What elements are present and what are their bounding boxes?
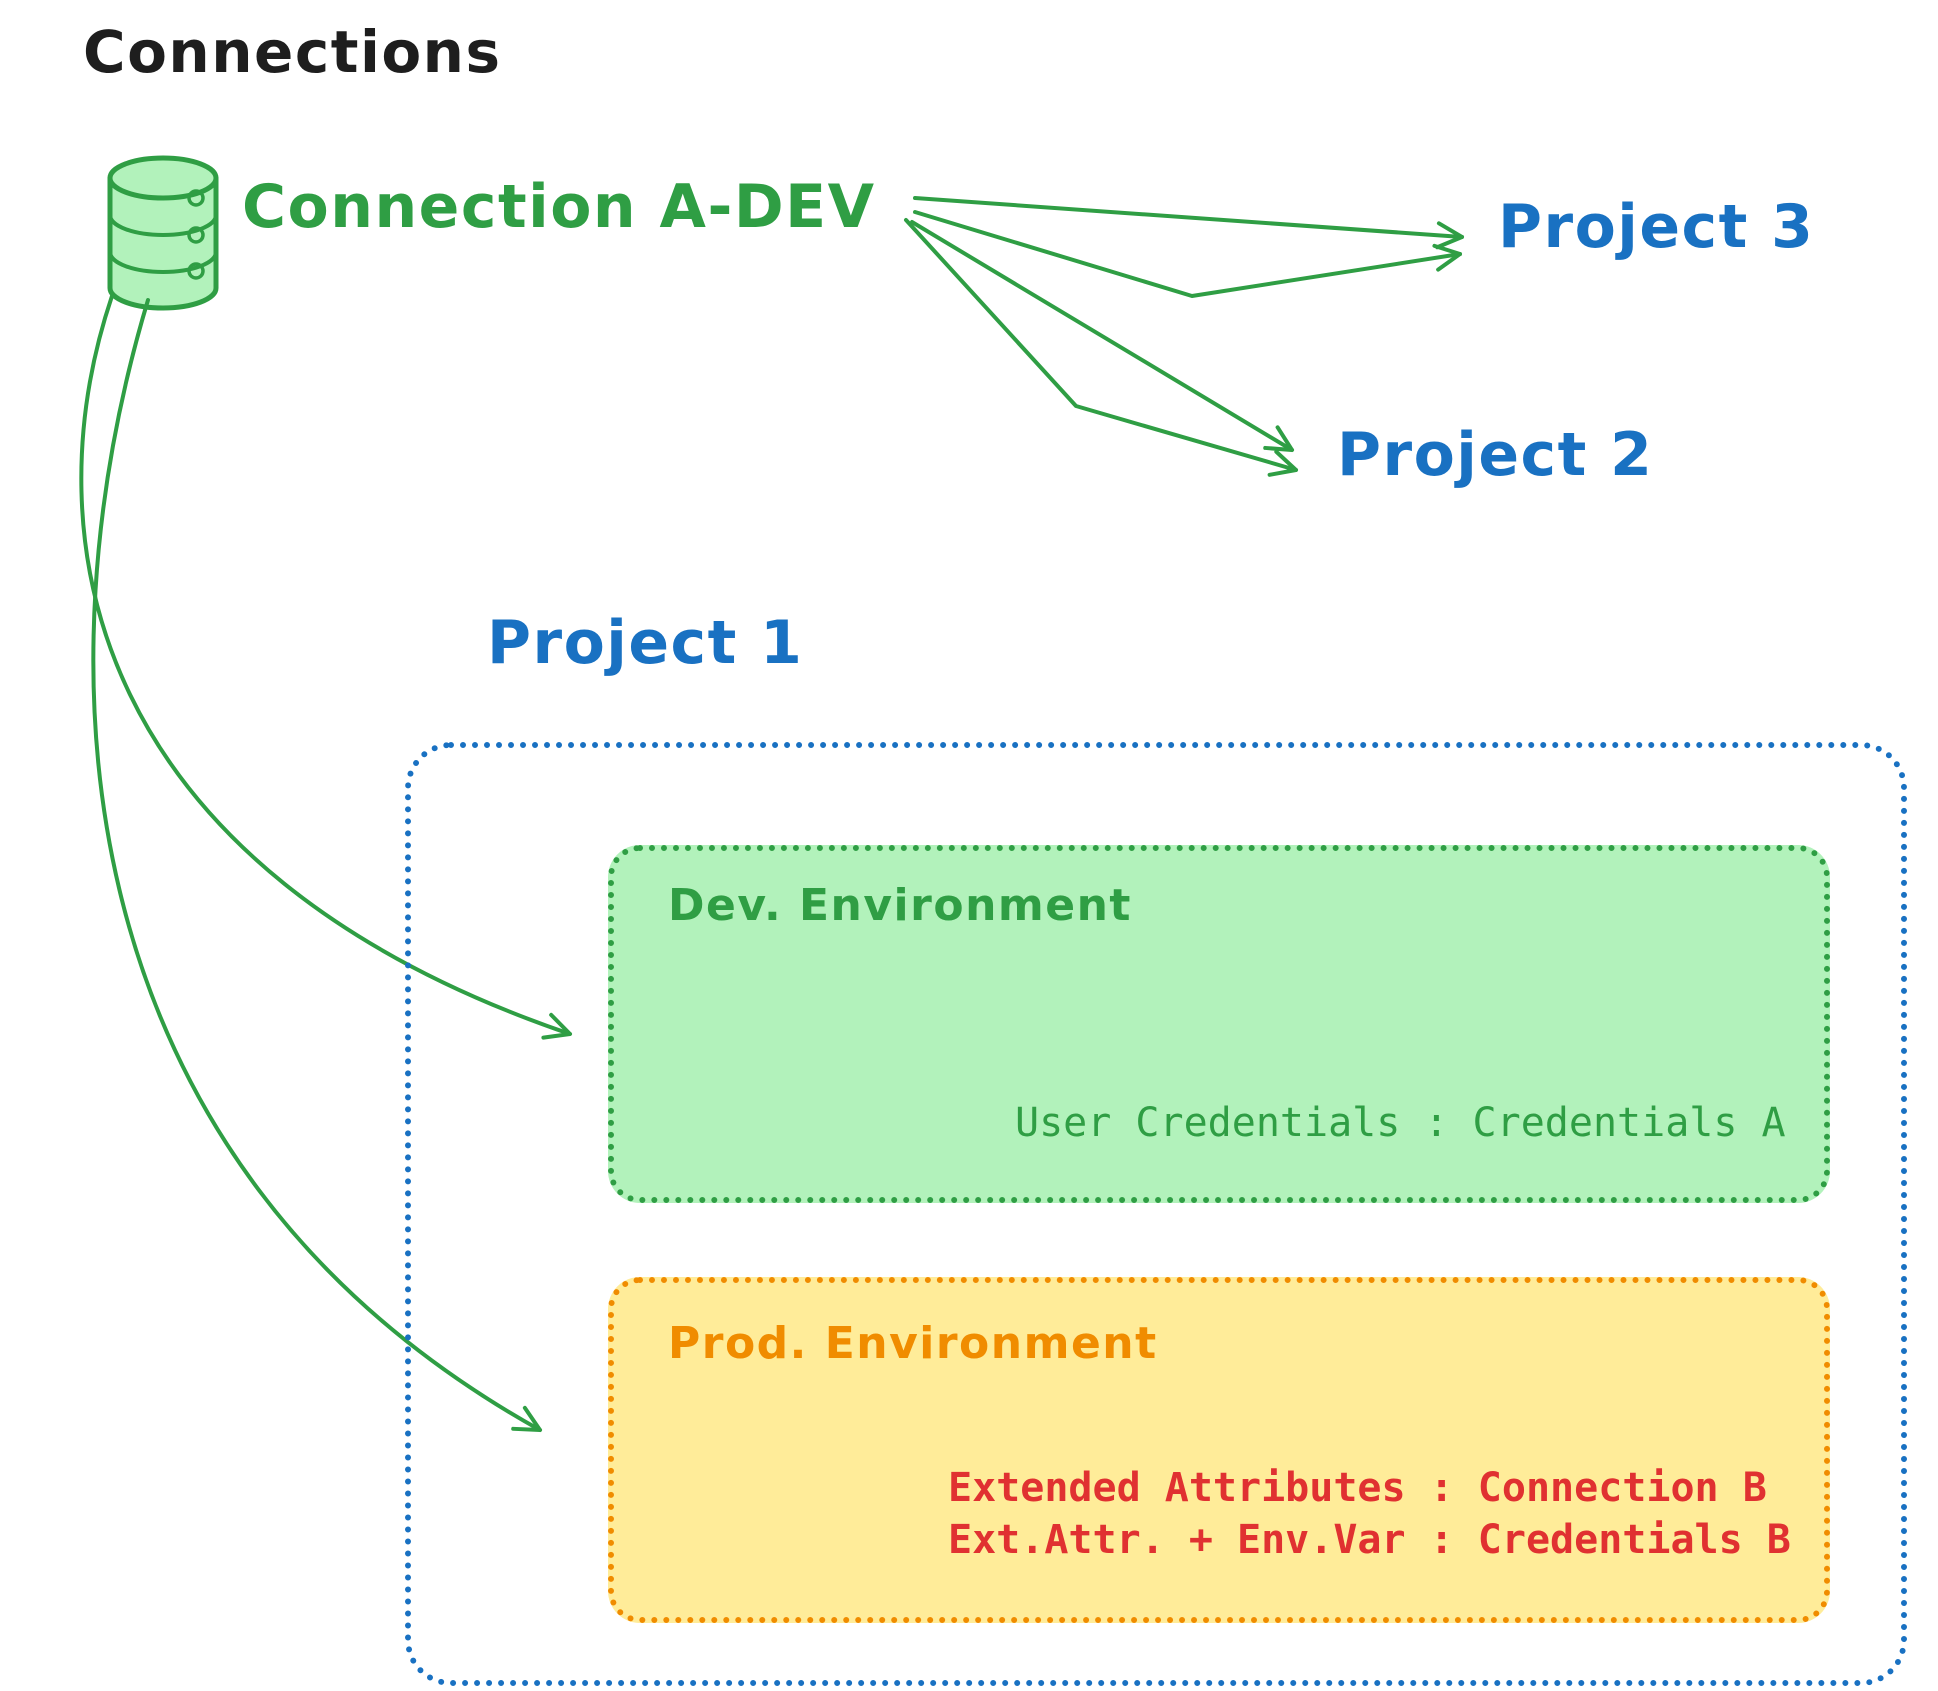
arrow-connection-to-project2-2 bbox=[904, 218, 1298, 477]
project-1-label: Project 1 bbox=[487, 608, 804, 678]
prod-attributes-block: Extended Attributes : Connection B Ext.A… bbox=[948, 1462, 1791, 1566]
dev-credentials-text: User Credentials : Credentials A bbox=[1015, 1100, 1786, 1146]
database-icon bbox=[107, 155, 219, 311]
connection-a-dev-label: Connection A-DEV bbox=[242, 172, 876, 242]
project-3-label: Project 3 bbox=[1498, 192, 1815, 262]
prod-environment-box bbox=[608, 1277, 1830, 1623]
arrow-connection-to-project3-1 bbox=[913, 196, 1464, 250]
prod-attr-line-1: Extended Attributes : Connection B bbox=[948, 1465, 1767, 1511]
prod-environment-title: Prod. Environment bbox=[668, 1318, 1158, 1369]
dev-environment-title: Dev. Environment bbox=[668, 880, 1132, 931]
project-2-label: Project 2 bbox=[1337, 420, 1654, 490]
diagram-title: Connections bbox=[83, 18, 502, 86]
dev-environment-box bbox=[608, 845, 1830, 1203]
arrow-connection-to-project3-2 bbox=[913, 210, 1462, 298]
project-1-boundary bbox=[405, 742, 1907, 1686]
prod-attr-line-2: Ext.Attr. + Env.Var : Credentials B bbox=[948, 1517, 1791, 1563]
arrow-connection-to-project2-1 bbox=[910, 220, 1294, 452]
